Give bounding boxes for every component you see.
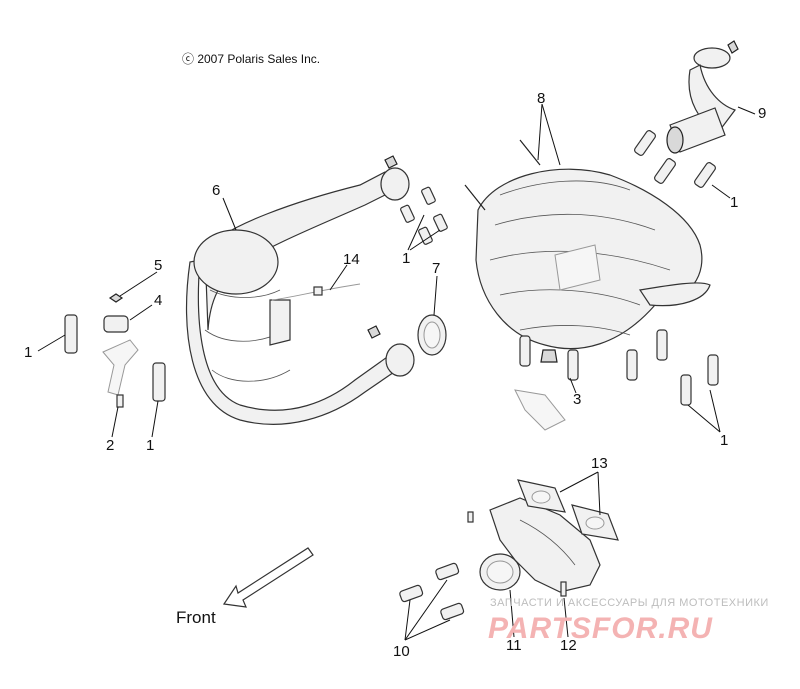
tailpipe [666, 40, 739, 154]
manifold-bolt [560, 581, 567, 597]
watermark-tagline: ЗАПЧАСТИ И АКСЕССУАРЫ ДЛЯ МОТОТЕХНИКИ [490, 597, 769, 609]
copyright-text: ⓒ 2007 Polaris Sales Inc. [182, 52, 320, 66]
front-label: Front [176, 608, 216, 627]
silencer-assembly [475, 168, 711, 350]
callout-1-right-top: 1 [730, 194, 738, 211]
callout-3: 3 [573, 391, 581, 408]
callout-1-bottom-left: 1 [146, 437, 154, 454]
leader-lines [37, 103, 756, 641]
callout-1-right-bottom: 1 [720, 432, 728, 449]
mount-bracket [102, 339, 139, 396]
callout-10: 10 [393, 643, 410, 660]
callout-7: 7 [432, 260, 440, 277]
sensor-clip [313, 286, 323, 296]
callout-14: 14 [343, 251, 360, 268]
nut [108, 293, 124, 303]
springs-group-upper [400, 186, 448, 245]
callout-6: 6 [212, 182, 220, 199]
callout-2: 2 [106, 437, 114, 454]
springs-group-right-top [634, 130, 716, 188]
bolt-upper [519, 139, 541, 166]
bolt [116, 394, 124, 408]
callout-12: 12 [560, 637, 577, 654]
bolt-left [464, 184, 486, 211]
callout-1-left: 1 [24, 344, 32, 361]
rubber-mount [540, 349, 558, 363]
head-pipe-assembly [185, 155, 415, 425]
exhaust-manifold [479, 497, 601, 593]
spring-left-lower [152, 362, 166, 402]
callout-9: 9 [758, 105, 766, 122]
manifold-springs [399, 562, 465, 621]
callout-5: 5 [154, 257, 162, 274]
front-arrow [222, 547, 314, 608]
callout-13: 13 [591, 455, 608, 472]
silencer-bracket [514, 389, 566, 431]
callout-1-center: 1 [402, 250, 410, 267]
spring-left [64, 314, 78, 354]
callout-4: 4 [154, 292, 162, 309]
grommet [103, 315, 129, 333]
manifold-gaskets [517, 479, 619, 541]
springs-group-right-bottom [519, 329, 719, 406]
callout-8: 8 [537, 90, 545, 107]
manifold-stud-left [467, 511, 474, 523]
watermark-brand: PARTSFOR.RU [488, 612, 713, 645]
callout-11: 11 [506, 637, 522, 654]
